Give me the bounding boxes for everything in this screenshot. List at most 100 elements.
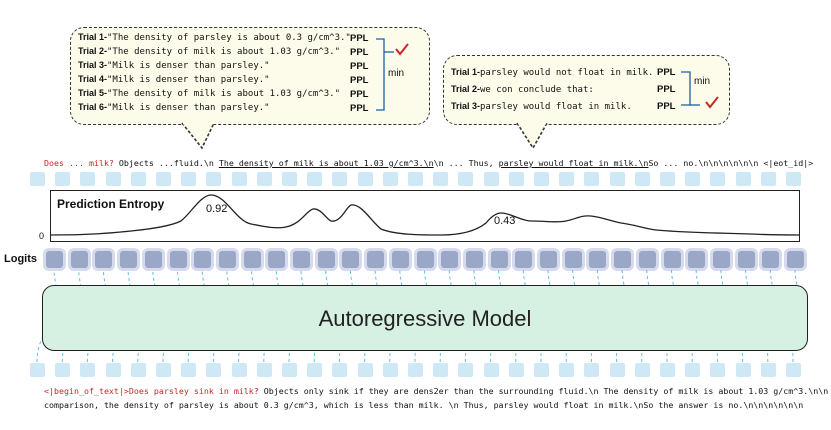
input-token	[559, 363, 575, 377]
left-trial-3: Trial 3-"Milk is denser than parsley."	[78, 60, 270, 71]
left-ppl-2: PPL	[350, 47, 369, 58]
logits-label: Logits	[4, 253, 37, 265]
logit-token	[490, 251, 508, 268]
right-trials-bubble	[443, 55, 730, 125]
input-token	[710, 363, 726, 377]
left-trial-4: Trial 4-"Milk is denser than parsley."	[78, 74, 270, 85]
logit-token	[70, 251, 88, 268]
logit-token	[762, 251, 780, 268]
input-token	[130, 363, 146, 377]
logit-token	[712, 251, 730, 268]
input-token	[181, 363, 197, 377]
output-token	[685, 172, 701, 186]
input-token	[231, 363, 247, 377]
model-label: Autoregressive Model	[318, 306, 532, 331]
input-token	[307, 363, 323, 377]
logit-token	[515, 251, 533, 268]
autoregressive-model-block: Autoregressive Model	[42, 285, 808, 351]
output-token	[609, 172, 625, 186]
logit-token	[317, 251, 335, 268]
right-trial-3: Trial 3-parsley would float in milk.	[451, 101, 632, 112]
left-ppl-4: PPL	[350, 75, 369, 86]
logit-token	[243, 251, 261, 268]
input-token	[80, 363, 96, 377]
input-token	[483, 363, 499, 377]
input-token	[408, 363, 423, 377]
logit-token	[144, 251, 162, 268]
logit-token	[737, 251, 755, 268]
output-token	[332, 172, 348, 186]
check-icon	[395, 43, 409, 56]
right-ppl-2: PPL	[657, 84, 676, 95]
left-ppl-1: PPL	[350, 33, 369, 44]
input-token	[534, 363, 549, 377]
logit-token	[95, 251, 113, 268]
logit-token	[416, 251, 434, 268]
output-token	[55, 172, 71, 186]
output-token	[408, 172, 423, 186]
output-token	[282, 172, 297, 186]
logits-row	[46, 251, 816, 271]
logit-token	[194, 251, 212, 268]
logit-token	[564, 251, 582, 268]
output-sequence: Does ... milk? Objects ...fluid.\n The d…	[44, 158, 814, 168]
right-ppl-1: PPL	[657, 67, 676, 78]
output-token	[433, 172, 449, 186]
left-trial-6: Trial 6-"Milk is denser than parsley."	[78, 102, 270, 113]
input-token	[660, 363, 675, 377]
logit-token	[614, 251, 632, 268]
output-token	[559, 172, 575, 186]
input-token	[357, 363, 373, 377]
left-bubble-tail	[181, 122, 215, 150]
output-token	[508, 172, 524, 186]
output-token	[130, 172, 146, 186]
left-ppl-3: PPL	[350, 61, 369, 72]
logit-token	[465, 251, 483, 268]
input-token	[55, 363, 71, 377]
logit-token	[293, 251, 310, 268]
logit-token	[540, 251, 557, 268]
logit-token	[589, 251, 607, 268]
output-token	[760, 172, 776, 186]
input-token	[584, 363, 600, 377]
output-token	[735, 172, 751, 186]
right-bubble-tail	[516, 122, 548, 150]
output-token	[206, 172, 222, 186]
left-ppl-6: PPL	[350, 103, 369, 114]
output-token	[231, 172, 247, 186]
output-token-row	[30, 172, 810, 186]
output-token	[307, 172, 323, 186]
output-token	[483, 172, 499, 186]
input-token	[786, 363, 801, 377]
output-token	[786, 172, 801, 186]
logit-token	[120, 251, 138, 268]
output-token	[634, 172, 650, 186]
check-icon	[705, 96, 719, 109]
logit-token	[391, 251, 409, 268]
entropy-zero-label: 0	[39, 231, 45, 241]
logit-token	[441, 251, 459, 268]
output-token	[80, 172, 96, 186]
output-token	[156, 172, 171, 186]
output-token	[584, 172, 600, 186]
input-token	[206, 363, 222, 377]
input-token	[735, 363, 751, 377]
input-token	[332, 363, 348, 377]
input-token	[256, 363, 272, 377]
left-trials-bubble	[70, 27, 430, 125]
logit-token	[268, 251, 286, 268]
right-min-label: min	[694, 76, 711, 87]
logit-token	[367, 251, 385, 268]
input-token	[282, 363, 297, 377]
output-token	[382, 172, 398, 186]
input-token	[634, 363, 650, 377]
output-token	[710, 172, 726, 186]
output-token	[660, 172, 675, 186]
output-token	[458, 172, 474, 186]
output-token	[30, 172, 45, 186]
input-token	[760, 363, 776, 377]
left-trial-1: Trial 1-"The density of parsley is about…	[78, 32, 351, 43]
logit-token	[787, 251, 804, 268]
input-token	[382, 363, 398, 377]
logit-token	[638, 251, 656, 268]
